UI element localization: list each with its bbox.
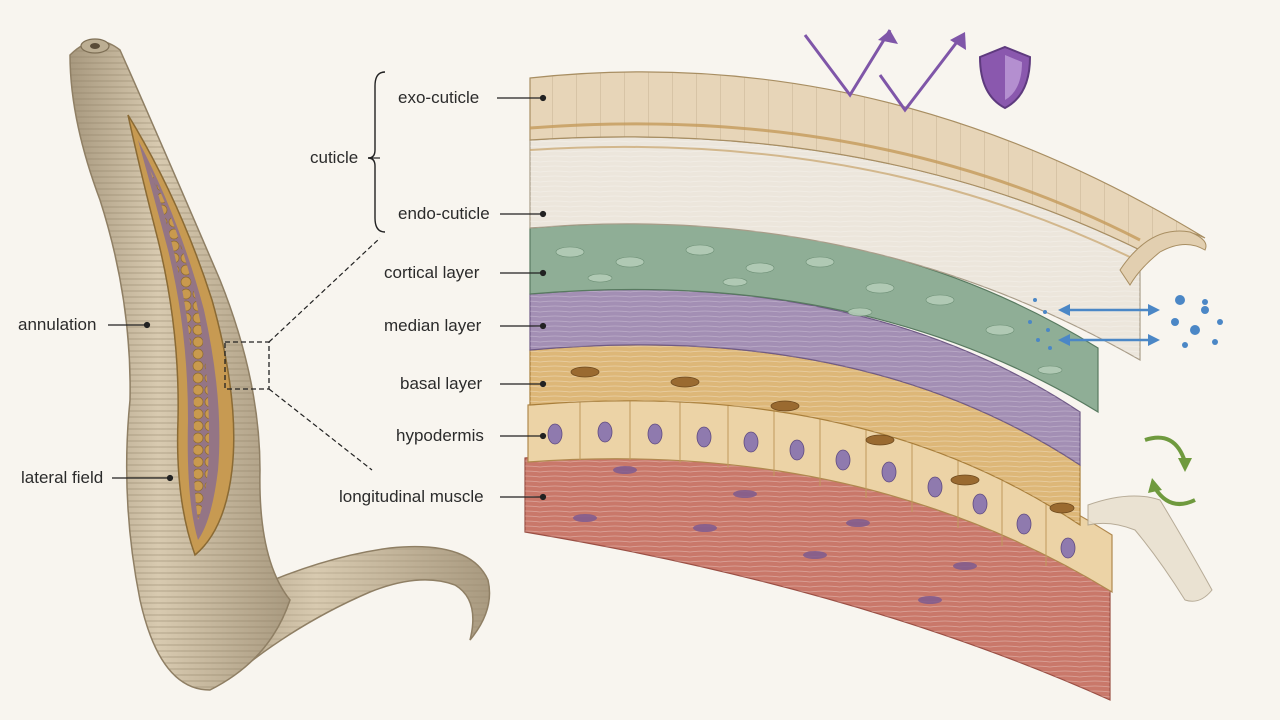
shed-cuticle-icon bbox=[1087, 495, 1213, 602]
label-cortical-layer: cortical layer bbox=[384, 263, 480, 282]
magnified-region-box bbox=[224, 341, 270, 390]
leader-lines bbox=[108, 94, 547, 501]
label-annulation: annulation bbox=[18, 315, 97, 334]
label-lateral-field: lateral field bbox=[21, 468, 104, 487]
diffusion-arrows-icon bbox=[1028, 295, 1223, 350]
nematode-worm bbox=[69, 38, 491, 691]
label-longitudinal-muscle: longitudinal muscle bbox=[339, 487, 484, 506]
zoom-guide-top bbox=[268, 237, 381, 343]
cuticle-brace bbox=[367, 71, 386, 233]
label-basal-layer: basal layer bbox=[400, 374, 483, 393]
label-endo-cuticle: endo-cuticle bbox=[398, 204, 490, 223]
label-cuticle: cuticle bbox=[310, 148, 359, 167]
label-exo-cuticle: exo-cuticle bbox=[398, 88, 480, 107]
label-hypodermis: hypodermis bbox=[396, 426, 484, 445]
reflect-arrows-icon bbox=[803, 29, 966, 113]
shield-icon bbox=[978, 45, 1032, 110]
zoom-guide-bottom bbox=[268, 388, 373, 471]
label-median-layer: median layer bbox=[384, 316, 482, 335]
cuticle-cross-section bbox=[524, 71, 1207, 701]
cycle-arrows-icon bbox=[1144, 435, 1196, 506]
